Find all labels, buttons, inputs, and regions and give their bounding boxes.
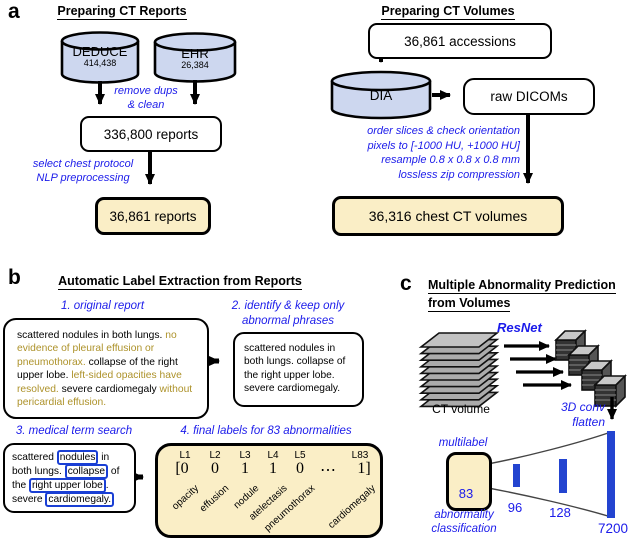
- label-header: L83: [351, 450, 369, 461]
- panel-a-right-title: Preparing CT Volumes: [381, 4, 515, 20]
- reports-336800-box: 336,800 reports: [80, 116, 222, 152]
- ehr-database-cylinder-icon: [153, 32, 237, 83]
- abnormality-name: cardiomegaly: [325, 483, 378, 531]
- step1-label: 1. original report: [60, 300, 145, 312]
- deduce-db-count: 414,438: [83, 58, 117, 68]
- ehr-db-count: 26,384: [181, 60, 209, 70]
- label-value-ellipsis: ⋯: [320, 462, 336, 479]
- panel-a-left-title: Preparing CT Reports: [57, 4, 187, 20]
- original-report-box: scattered nodules in both lungs. no evid…: [3, 318, 209, 419]
- fc-bar-96: [513, 464, 520, 487]
- panel-b-title: Automatic Label Extraction from Reports: [58, 274, 302, 290]
- flatten-label: flatten: [572, 415, 605, 429]
- chest-ct-volumes-box: 36,316 chest CT volumes: [332, 196, 564, 236]
- label-value: 1: [241, 460, 249, 477]
- layer-size-83: 83: [458, 486, 474, 501]
- conv3d-label: 3D conv: [560, 400, 605, 414]
- ct-volume-stack-icon: [418, 332, 500, 408]
- panel-c-title: Multiple Abnormality Prediction from Vol…: [428, 278, 616, 312]
- label-header: L1: [179, 450, 191, 461]
- step2-label: 2. identify & keep only abnormal phrases: [231, 300, 345, 327]
- layer-size-7200: 7200: [597, 521, 629, 536]
- ct-volume-label: CT volume: [432, 402, 490, 416]
- label-header: L3: [239, 450, 251, 461]
- layer-size-128: 128: [549, 505, 571, 520]
- ehr-db-label: EHR: [181, 46, 209, 61]
- label-value: 1: [269, 460, 277, 477]
- resnet-label: ResNet: [497, 320, 542, 335]
- abnormal-phrases-box: scattered nodules in both lungs. collaps…: [233, 332, 364, 407]
- step3-label: 3. medical term search: [15, 425, 133, 437]
- label-header: L2: [209, 450, 221, 461]
- label-value: 0: [211, 460, 219, 477]
- original-report-text: scattered nodules in both lungs. no evid…: [17, 330, 193, 409]
- reports-36861-box: 36,861 reports: [95, 197, 211, 235]
- dia-database-cylinder-icon: [330, 70, 432, 120]
- abnormal-phrases-text: scattered nodules in both lungs. collaps…: [244, 343, 346, 395]
- layer-size-96: 96: [507, 500, 523, 515]
- abnormality-name: effusion: [198, 483, 232, 515]
- fc-bar-128: [559, 459, 567, 493]
- label-header: L4: [267, 450, 279, 461]
- label-value: 1]: [357, 460, 371, 477]
- classifier-output-box: [446, 452, 492, 511]
- final-labels-box: L1 L2 L3 L4 L5 L83 [0 0 1 1 0 ⋯ 1] opaci…: [155, 443, 383, 538]
- label-header: L5: [294, 450, 306, 461]
- label-value: [0: [175, 460, 189, 477]
- accessions-box: 36,861 accessions: [368, 23, 552, 59]
- note-remove-dups: remove dups & clean: [114, 85, 178, 111]
- fc-bar-7200: [607, 431, 615, 518]
- abnormality-name: opacity: [170, 483, 202, 513]
- deduce-db-label: DEDUCE: [72, 44, 128, 59]
- note-volume-processing: order slices & check orientation pixels …: [367, 125, 520, 181]
- panel-a-letter: a: [8, 0, 20, 23]
- term-search-text: scattered nodules in both lungs. collaps…: [12, 450, 120, 507]
- multilabel-label: multilabel: [438, 437, 488, 449]
- raw-dicoms-box: raw DICOMs: [463, 78, 595, 115]
- panel-b-letter: b: [8, 266, 21, 289]
- label-value: 0: [296, 460, 304, 477]
- step4-label: 4. final labels for 83 abnormalities: [180, 425, 352, 437]
- classifier-label: abnormality classification: [431, 509, 497, 535]
- term-search-box: scattered nodules in both lungs. collaps…: [3, 443, 136, 513]
- panel-c-letter: c: [400, 272, 412, 295]
- note-nlp: select chest protocol NLP preprocessing: [32, 158, 134, 184]
- dia-db-label: DIA: [369, 88, 393, 103]
- feature-cubes-icon: [554, 329, 627, 408]
